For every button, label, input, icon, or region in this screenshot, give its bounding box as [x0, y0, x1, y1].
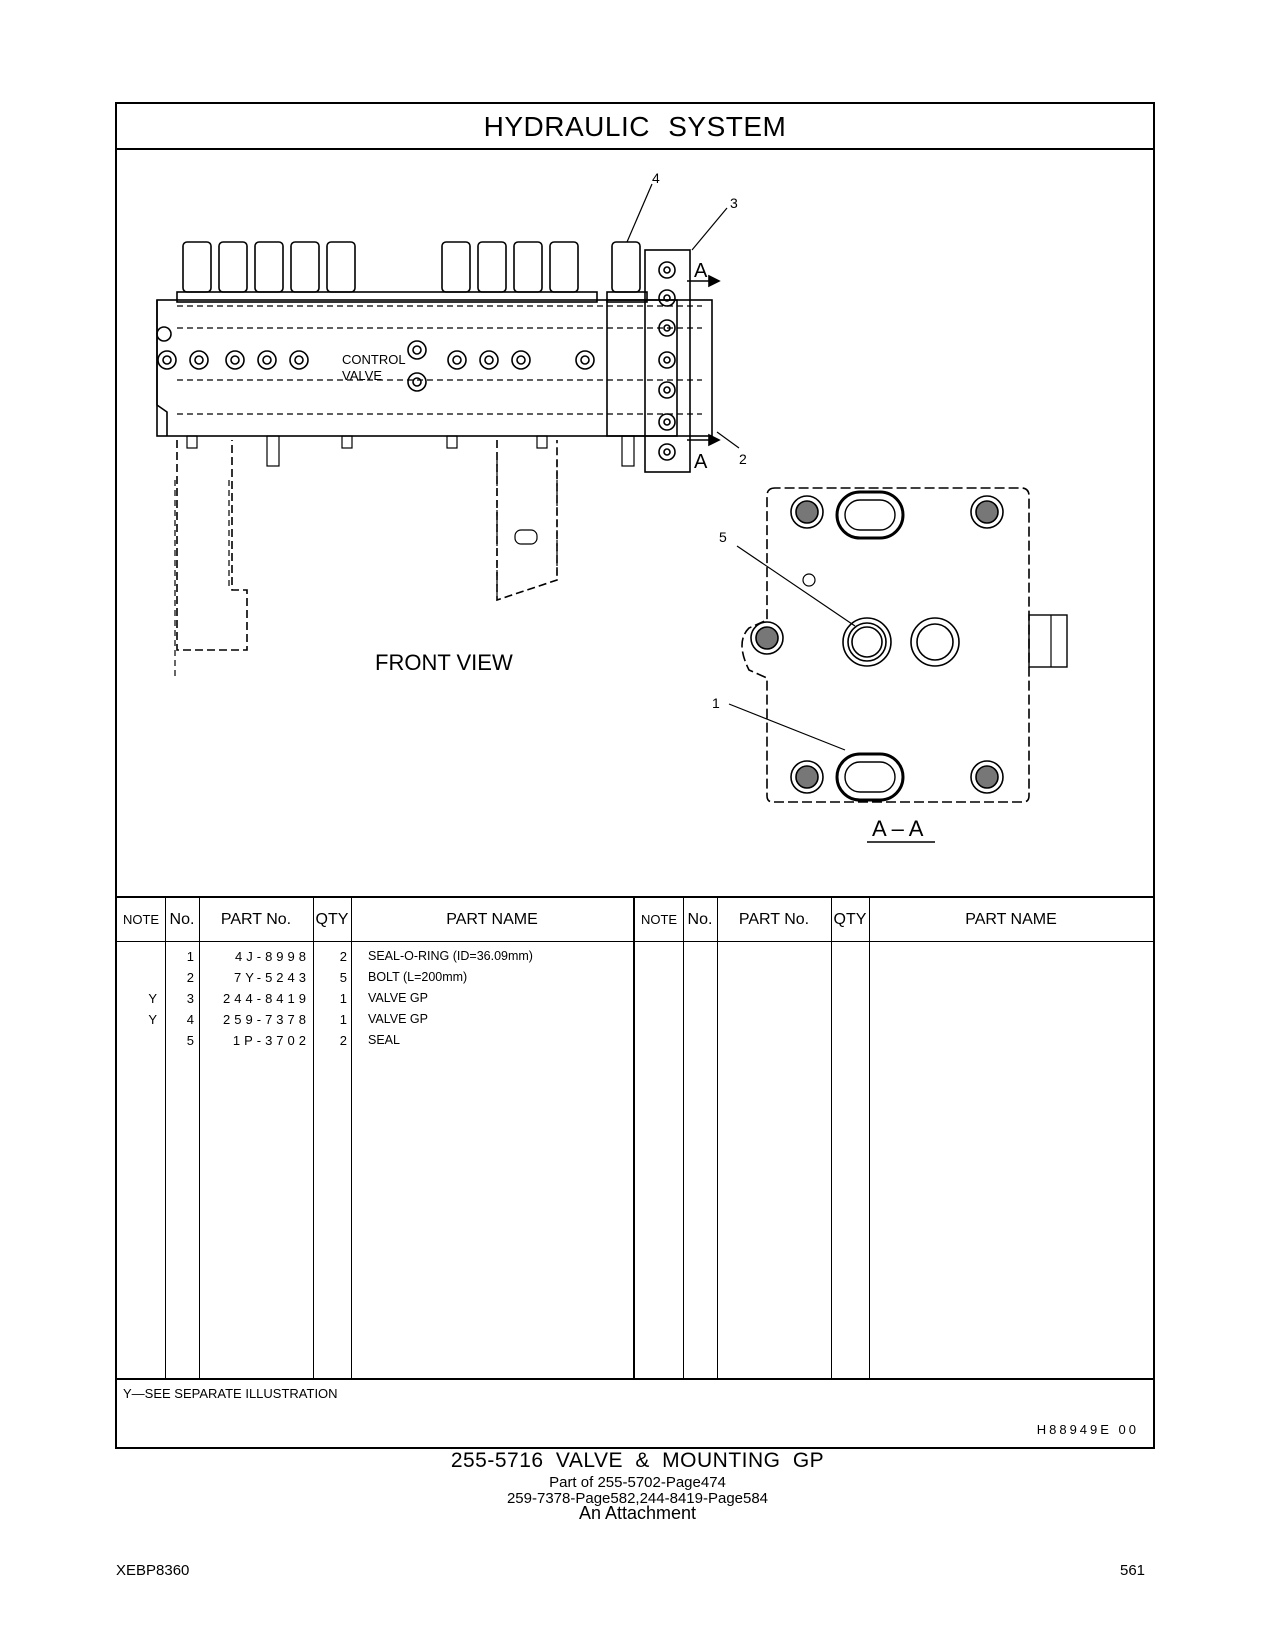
- row-part-name: VALVE GP: [368, 1012, 428, 1026]
- row-part-no: 7Y-5243: [234, 970, 310, 985]
- section-a-a-drawing: [728, 487, 1068, 843]
- table-row: 5 1P-3702 2 SEAL: [117, 1030, 637, 1051]
- row-no: 1: [186, 949, 194, 964]
- header-note-left: NOTE: [122, 912, 160, 927]
- table-row: Y 4 259-7378 1 VALVE GP: [117, 1009, 637, 1030]
- column-divider: [351, 898, 352, 1380]
- callout-2: 2: [739, 451, 747, 467]
- caption-part-of: Part of 255-5702-Page474: [549, 1474, 726, 1491]
- row-no: 2: [186, 970, 194, 985]
- group-caption: 255-5716 VALVE & MOUNTING GP: [450, 1449, 825, 1472]
- column-divider: [831, 898, 832, 1380]
- column-divider: [165, 898, 166, 1380]
- header-qty-right: QTY: [833, 911, 867, 928]
- control-valve-label-2: VALVE: [342, 368, 382, 383]
- control-valve-label-1: CONTROL: [342, 352, 406, 367]
- row-note: Y: [148, 991, 157, 1006]
- header-part-no-right: PART No.: [738, 911, 810, 928]
- column-divider: [869, 898, 870, 1380]
- hydraulic-drawing: CONTROL VALVE FRONT VIEW A – A 4 3 2 5 1…: [156, 170, 1068, 843]
- drawing-number: H88949E 00: [1036, 1422, 1139, 1437]
- table-footer: Y—SEE SEPARATE ILLUSTRATION H88949E 00: [117, 1378, 1153, 1449]
- callout-1: 1: [712, 695, 720, 711]
- header-no-right: No.: [687, 911, 713, 928]
- row-no: 3: [186, 991, 194, 1006]
- table-row: Y 3 244-8419 1 VALVE GP: [117, 988, 637, 1009]
- row-part-name: SEAL-O-RING (ID=36.09mm): [368, 949, 533, 963]
- parts-illustration: CONTROL VALVE FRONT VIEW A – A 4 3 2 5 1…: [117, 150, 1153, 896]
- header-no-left: No.: [169, 911, 195, 928]
- callout-4: 4: [652, 170, 660, 186]
- callout-5: 5: [719, 529, 727, 545]
- header-part-name-right: PART NAME: [965, 911, 1057, 928]
- row-qty: 1: [339, 1012, 347, 1027]
- page-title: HYDRAULIC SYSTEM: [117, 104, 1153, 150]
- row-part-no: 1P-3702: [232, 1033, 310, 1048]
- caption-references: 259-7378-Page582,244-8419-Page584: [506, 1490, 769, 1507]
- column-divider: [717, 898, 718, 1380]
- arrow-a-bottom-label: A: [694, 451, 708, 473]
- parts-table: NOTE No. PART No. QTY PART NAME NOTE No.…: [117, 896, 1153, 1380]
- caption-attachment: An Attachment: [578, 1503, 697, 1523]
- page-number: 561: [1120, 1562, 1146, 1579]
- parts-page-frame: HYDRAULIC SYSTEM: [115, 102, 1155, 1449]
- table-row: 1 4J-8998 2 SEAL-O-RING (ID=36.09mm): [117, 946, 637, 967]
- row-part-no: 259-7378: [223, 1012, 310, 1027]
- column-divider: [199, 898, 200, 1380]
- row-note: Y: [148, 1012, 157, 1027]
- row-qty: 5: [339, 970, 347, 985]
- table-row: 2 7Y-5243 5 BOLT (L=200mm): [117, 967, 637, 988]
- control-valve-drawing: [156, 183, 740, 680]
- section-label: A – A: [872, 816, 924, 841]
- front-view-label: FRONT VIEW: [375, 650, 513, 675]
- header-qty-left: QTY: [315, 911, 349, 928]
- column-divider: [683, 898, 684, 1380]
- row-part-name: SEAL: [368, 1033, 400, 1047]
- row-qty: 2: [339, 949, 347, 964]
- row-part-name: BOLT (L=200mm): [368, 970, 468, 984]
- footnote: Y—SEE SEPARATE ILLUSTRATION: [123, 1386, 338, 1401]
- row-part-no: 244-8419: [223, 991, 310, 1006]
- header-part-no-left: PART No.: [220, 911, 292, 928]
- row-qty: 2: [339, 1033, 347, 1048]
- row-no: 4: [186, 1012, 194, 1027]
- row-part-name: VALVE GP: [368, 991, 428, 1005]
- row-no: 5: [186, 1033, 194, 1048]
- column-divider: [633, 898, 635, 1380]
- header-part-name-left: PART NAME: [446, 911, 538, 928]
- header-note-right: NOTE: [640, 912, 678, 927]
- column-divider: [313, 898, 314, 1380]
- row-qty: 1: [339, 991, 347, 1006]
- arrow-a-top-label: A: [694, 260, 708, 282]
- document-id: XEBP8360: [116, 1562, 190, 1579]
- callout-3: 3: [730, 195, 738, 211]
- row-part-no: 4J-8998: [235, 949, 310, 964]
- parts-table-header: NOTE No. PART No. QTY PART NAME NOTE No.…: [117, 898, 1153, 942]
